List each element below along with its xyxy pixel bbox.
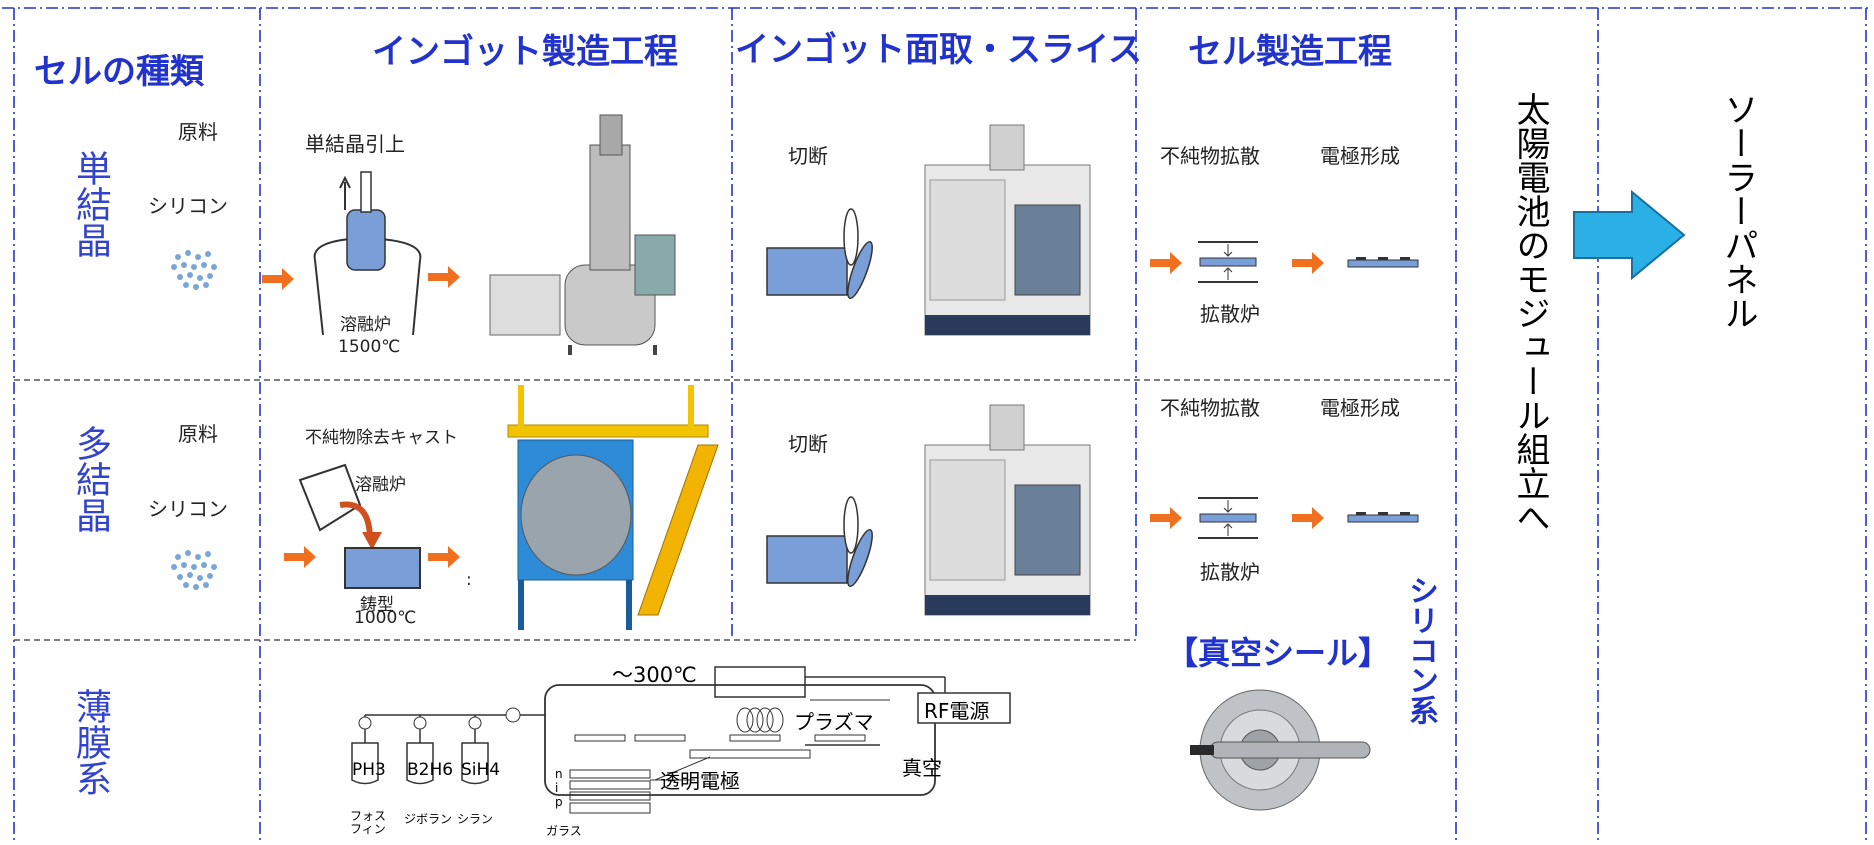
arrow-right-icon [284,546,316,568]
slicing-machine-image [924,404,1091,616]
type-mono: 単結晶 [70,150,111,258]
mono-cut-label: 切断 [788,144,828,168]
mono-diffusion-label: 不純物拡散 [1160,144,1260,168]
thin-rf-source: RF電源 [924,699,990,723]
vacuum-seal-title: 【真空シール】 [1166,634,1391,672]
mono-diffusion-furnace: 拡散炉 [1200,302,1260,326]
electrode-wafer-diagram [1347,512,1419,523]
diffusion-wafer-diagram [1198,497,1258,539]
gas-b2h6: B2H6 [407,760,454,780]
pecvd-diagram [351,666,1011,814]
module-assembly-label: 太陽電池のモジュール組立へ [1510,92,1550,534]
arrow-right-icon [428,546,460,568]
type-thin: 薄膜系 [70,688,111,796]
silicon-family-label: シリコン系 [1403,575,1438,725]
mono-raw-material: シリコン [148,194,228,218]
silicon-granules-icon [171,550,217,590]
mono-furnace-label: 溶融炉 [340,315,391,335]
gas-sih4: SiH4 [461,760,501,780]
arrow-right-icon [1292,252,1324,274]
multi-raw-material: シリコン [148,497,228,521]
thin-plasma: プラズマ [794,710,874,734]
diffusion-wafer-diagram [1198,241,1258,283]
multi-diffusion-furnace: 拡散炉 [1200,560,1260,584]
arrow-right-icon [428,266,460,288]
casting-diagram [298,463,421,589]
ingot-cut-diagram [766,496,873,588]
gas-name-phosphine: フォスフィン [350,809,387,836]
casting-furnace-image [507,385,719,630]
header-cell-types: セルの種類 [34,52,204,92]
big-right-arrow-icon [1573,189,1686,281]
gas-name-diborane: ジボラン [404,812,453,826]
thin-temp: ～300℃ [612,663,697,687]
vacuum-seal-image [1190,689,1371,811]
arrow-right-icon [1292,507,1324,529]
ingot-cut-diagram [766,208,873,300]
thin-vacuum: 真空 [902,756,942,780]
layer-i: i [555,781,559,795]
multi-cast-label: 不純物除去キャスト [305,428,458,448]
multi-furnace-label: 溶融炉 [355,475,406,495]
multi-mold-label: 鋳型 [360,595,394,615]
glass-label: ガラス [546,824,582,838]
arrow-right-icon [262,268,294,290]
multi-electrode-label: 電極形成 [1320,396,1400,420]
layer-p: p [555,795,563,809]
gas-ph3: PH3 [352,760,386,780]
multi-raw-label: 原料 [178,422,218,446]
header-cell-process: セル製造工程 [1188,32,1392,72]
mono-furnace-temp: 1500℃ [338,337,401,357]
multi-mold-temp: 1000℃ [354,608,417,628]
multi-cut-label: 切断 [788,432,828,456]
type-multi: 多結晶 [70,425,111,533]
header-ingot-slice: インゴット面取・スライス [735,30,1142,70]
gas-name-silane: シラン [457,812,494,826]
mono-pull-label: 単結晶引上 [305,132,405,156]
crystal-puller-machine-image [489,114,676,355]
electrode-wafer-diagram [1347,257,1419,268]
silicon-granules-icon [171,250,217,290]
header-ingot-process: インゴット製造工程 [372,32,678,72]
mono-raw-label: 原料 [178,120,218,144]
thin-transparent-electrode: 透明電極 [660,769,740,793]
arrow-right-icon [1150,507,1182,529]
arrow-right-icon [1150,252,1182,274]
slicing-machine-image [924,124,1091,336]
mono-electrode-label: 電極形成 [1320,144,1400,168]
solar-panel-label: ソーラーパネル [1718,92,1758,330]
multi-colon: : [466,570,472,590]
crystal-pulling-diagram [313,171,422,336]
multi-diffusion-label: 不純物拡散 [1160,396,1260,420]
layer-n: n [555,767,563,781]
